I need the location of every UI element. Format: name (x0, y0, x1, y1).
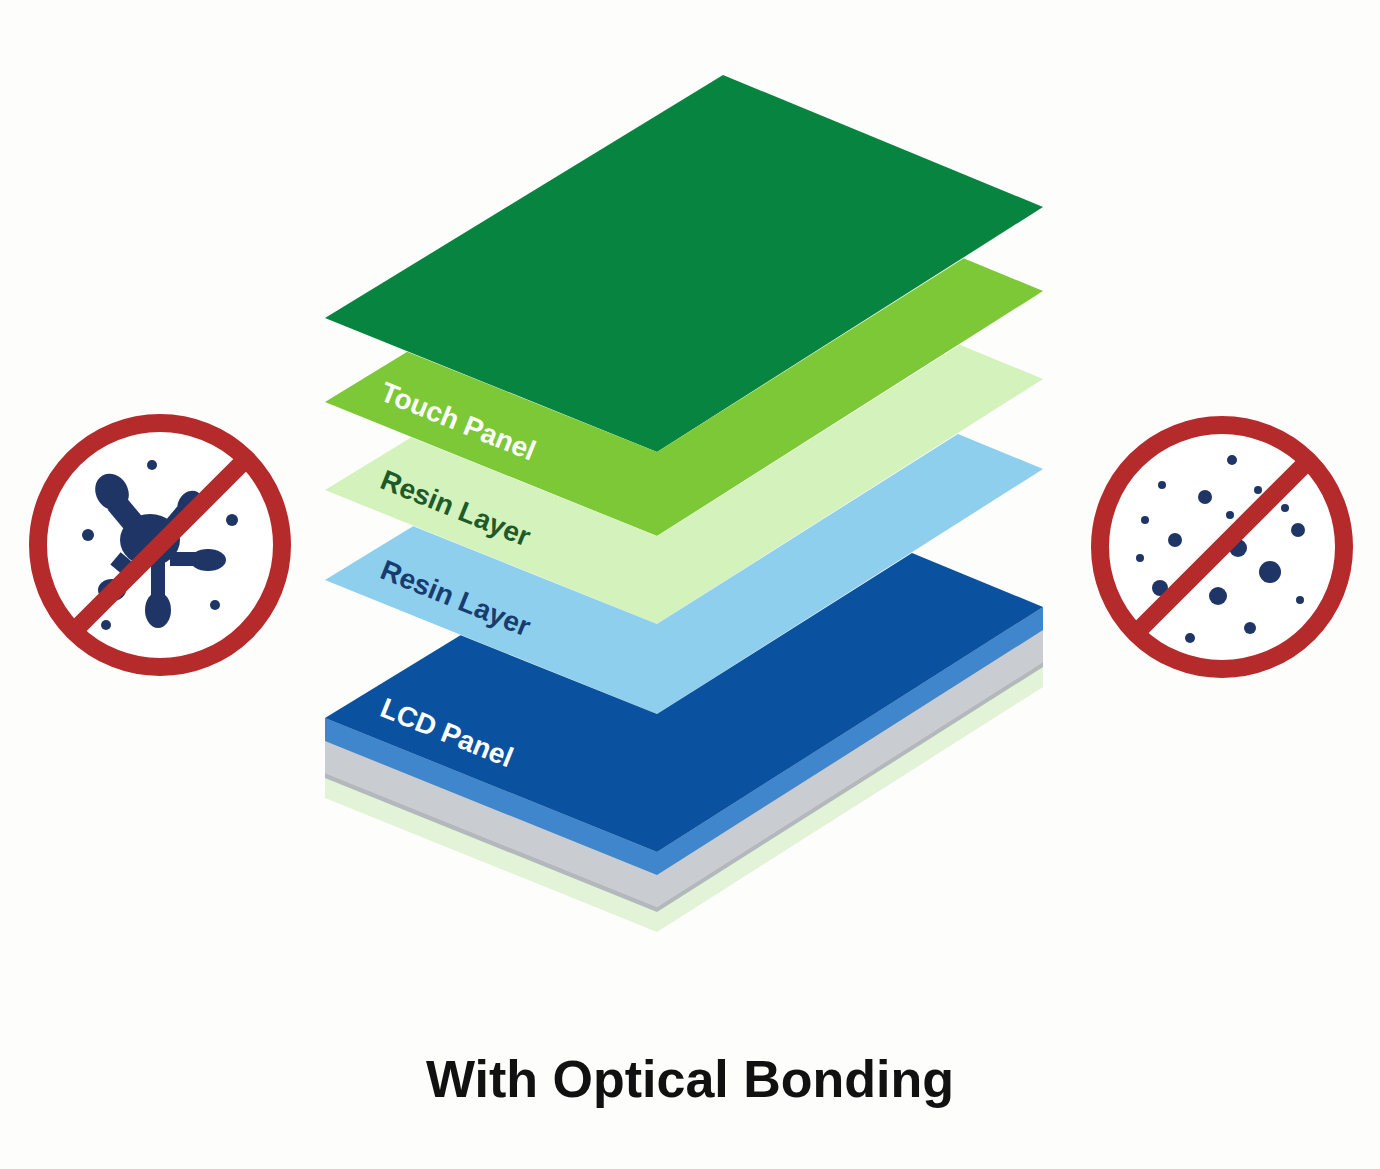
layer-shape (325, 475, 1043, 852)
caption: With Optical Bonding (0, 1048, 1380, 1110)
layer-panel: LCD Panel (325, 475, 1043, 852)
no-dust-icon (1100, 425, 1344, 669)
layer-face (325, 475, 1043, 852)
no-liquid-icon (38, 423, 282, 667)
